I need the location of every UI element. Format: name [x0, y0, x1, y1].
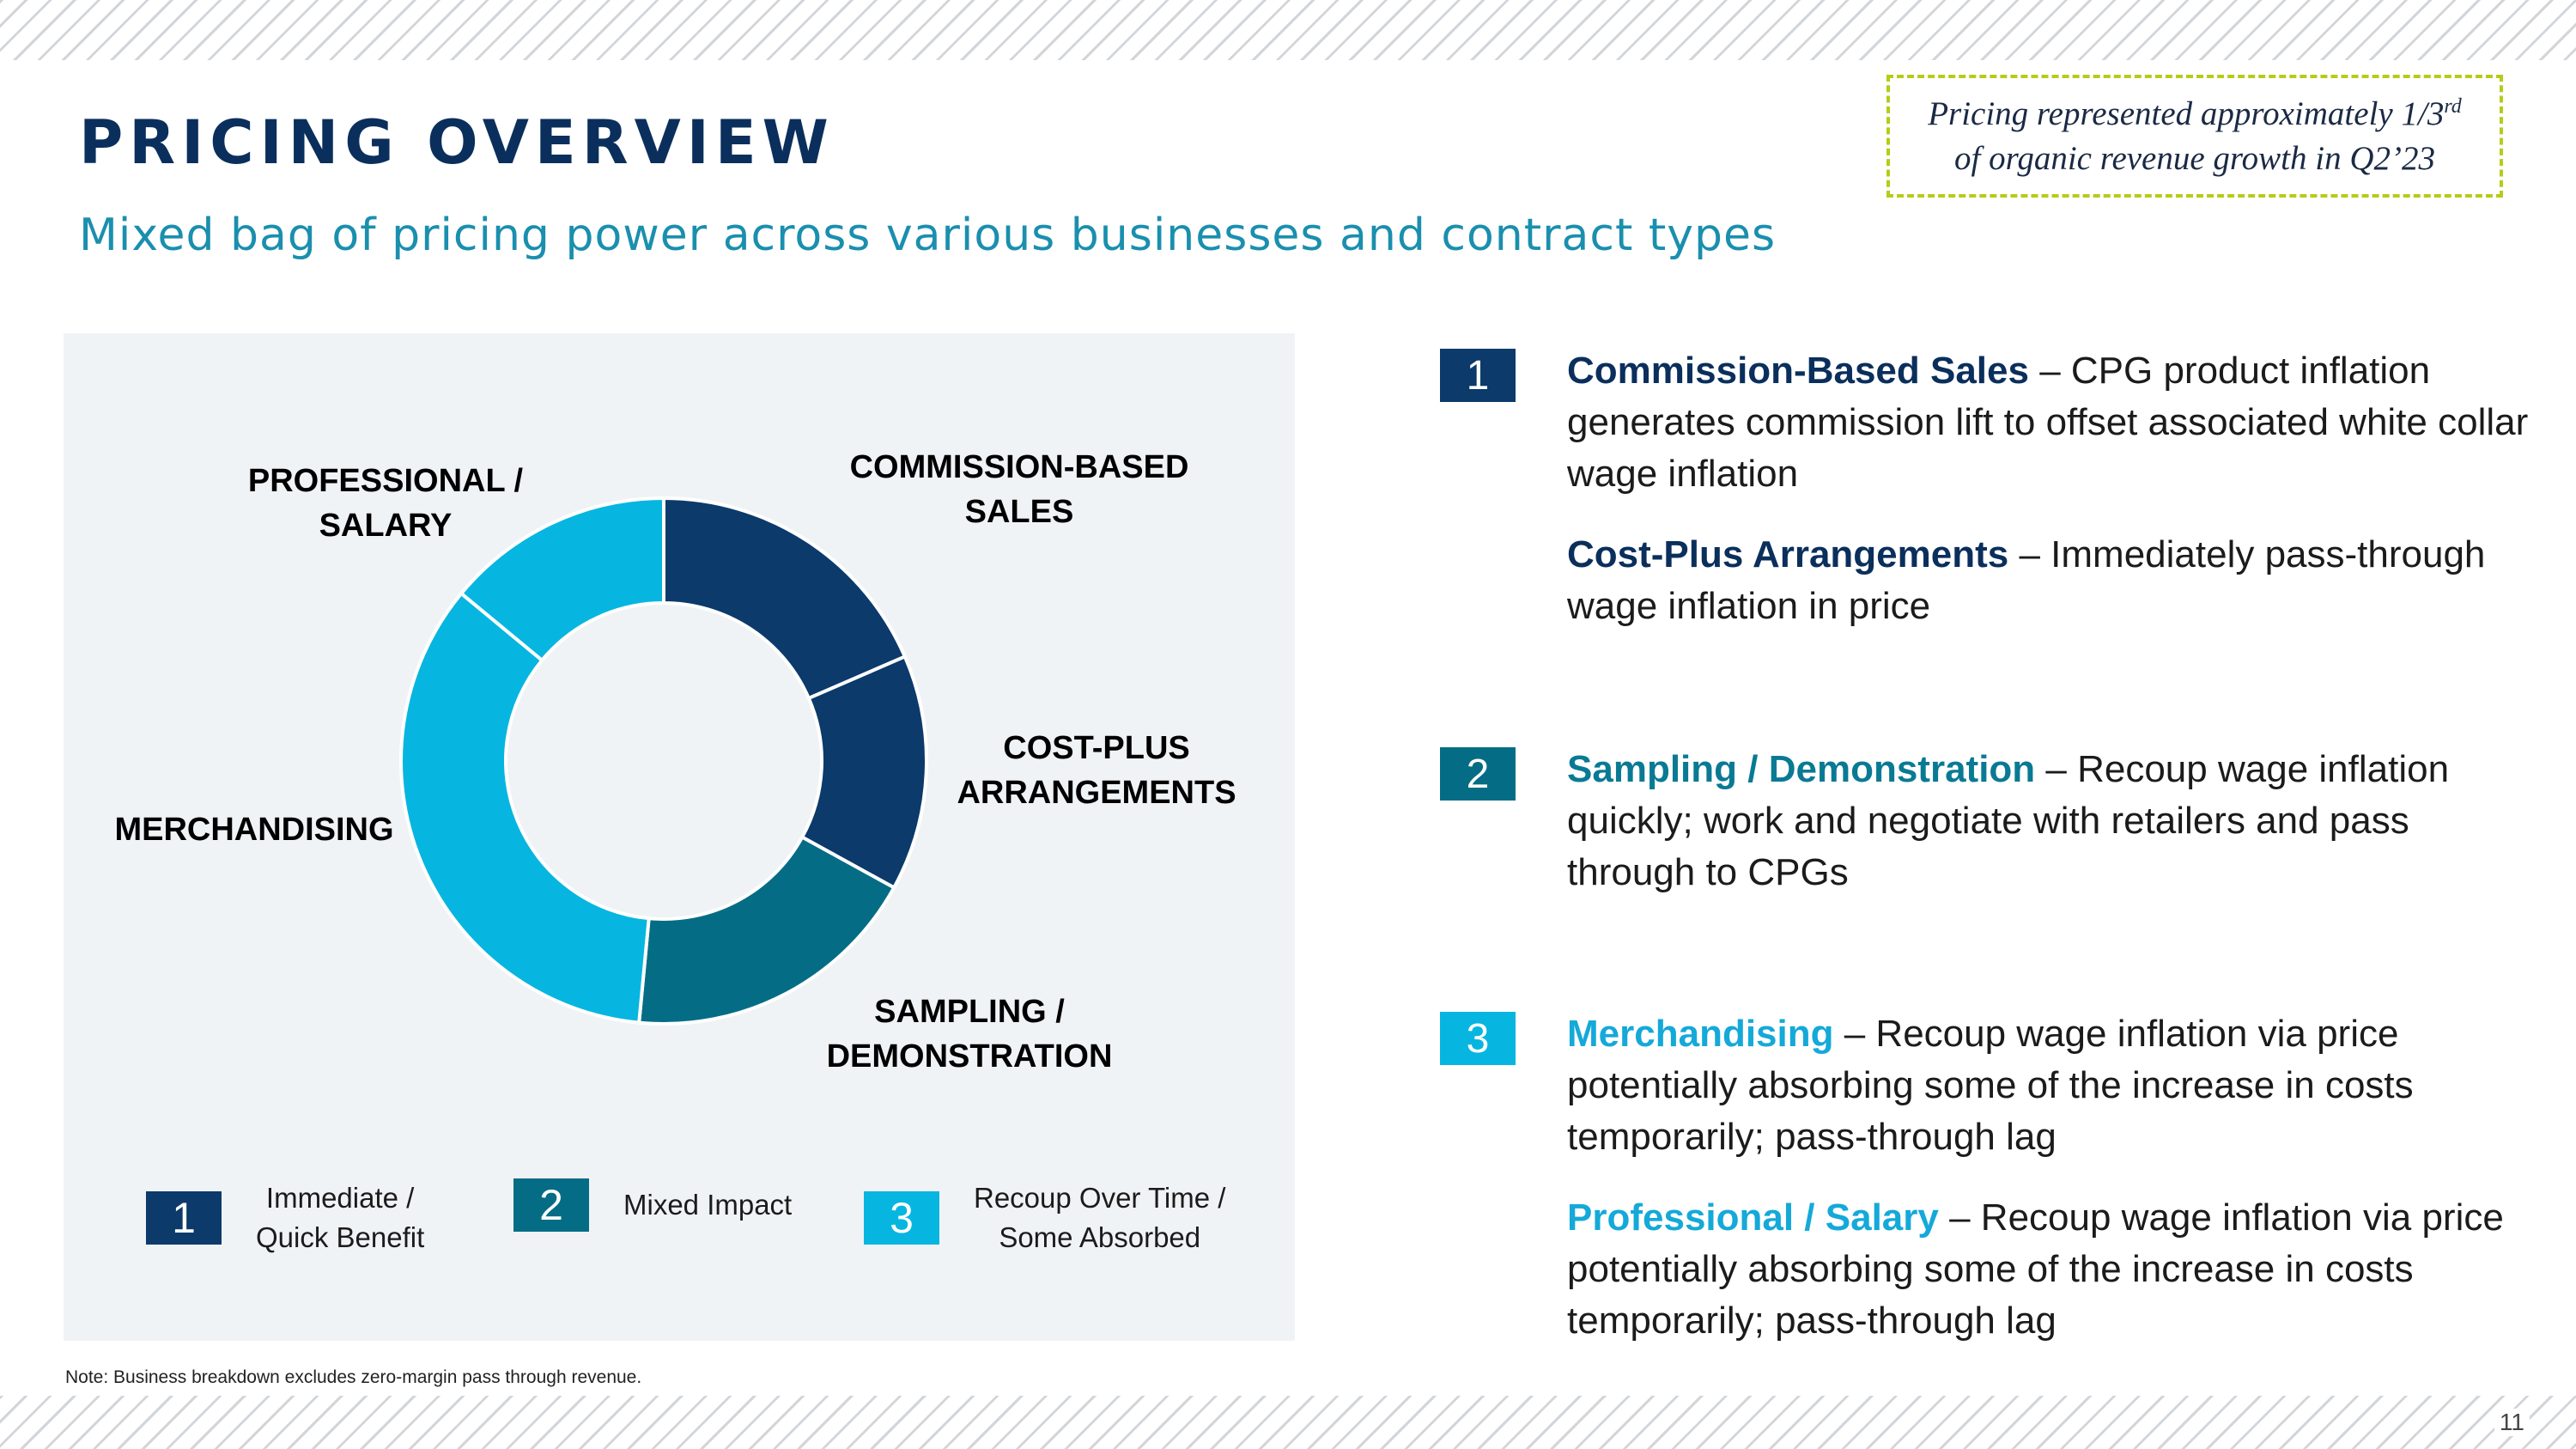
- page-number: 11: [2494, 1409, 2530, 1436]
- donut-segment-cost-plus-arrangements: [799, 654, 928, 891]
- paragraph-text: – Recoup wage inflation quickly; work an…: [1567, 748, 2450, 893]
- legend-text-2: Mixed Impact: [623, 1185, 792, 1225]
- top-stripe-band: [0, 0, 2576, 60]
- paragraph-cost-plus-arrangements: Cost-Plus Arrangements – Immediately pas…: [1567, 529, 2529, 632]
- label-line: SAMPLING /: [874, 994, 1065, 1030]
- paragraph-text: – CPG product inflation generates commis…: [1567, 350, 2529, 495]
- label-cost-plus-arrangements: COST-PLUS ARRANGEMENTS: [957, 726, 1236, 815]
- right-item-1-body: Commission-Based Sales – CPG product inf…: [1567, 345, 2529, 632]
- number-badge-3: 3: [1440, 1012, 1516, 1065]
- legend-line: Mixed Impact: [623, 1189, 793, 1221]
- legend-line: Some Absorbed: [999, 1221, 1201, 1253]
- donut-segment-commission-based-sales: [662, 496, 908, 701]
- legend-item-3: 3 Recoup Over Time / Some Absorbed: [864, 1178, 1225, 1257]
- legend-line: Recoup Over Time /: [974, 1182, 1226, 1214]
- legend-swatch-2: 2: [513, 1178, 589, 1232]
- paragraph-professional-salary: Professional / Salary – Recoup wage infl…: [1567, 1192, 2529, 1347]
- keyword-cost-plus-arrangements: Cost-Plus Arrangements: [1567, 533, 2009, 575]
- label-line: MERCHANDISING: [114, 812, 394, 848]
- keyword-professional-salary: Professional / Salary: [1567, 1196, 1939, 1239]
- bottom-stripe-band: [0, 1396, 2576, 1449]
- paragraph-text: – Recoup wage inflation via price potent…: [1567, 1013, 2414, 1158]
- keyword-merchandising: Merchandising: [1567, 1013, 1834, 1055]
- footnote: Note: Business breakdown excludes zero-m…: [65, 1367, 642, 1387]
- chart-panel: COMMISSION-BASED SALES COST-PLUS ARRANGE…: [64, 333, 1295, 1341]
- page-title: PRICING OVERVIEW: [79, 107, 835, 178]
- legend-line: Quick Benefit: [256, 1221, 425, 1253]
- legend-text-1: Immediate / Quick Benefit: [256, 1178, 424, 1257]
- label-sampling-demonstration: SAMPLING / DEMONSTRATION: [827, 989, 1113, 1079]
- paragraph-text: – Recoup wage inflation via price potent…: [1567, 1196, 2504, 1342]
- legend-line: Immediate /: [265, 1182, 415, 1214]
- paragraph-sampling-demonstration: Sampling / Demonstration – Recoup wage i…: [1567, 744, 2529, 898]
- callout-line-1-text: Pricing represented approximately 1/3: [1928, 95, 2445, 133]
- legend-item-2: 2 Mixed Impact: [513, 1178, 792, 1232]
- label-line: ARRANGEMENTS: [957, 775, 1236, 811]
- paragraph-merchandising: Merchandising – Recoup wage inflation vi…: [1567, 1008, 2529, 1163]
- number-badge-2: 2: [1440, 747, 1516, 801]
- keyword-commission-based-sales: Commission-Based Sales: [1567, 350, 2029, 392]
- right-item-2-body: Sampling / Demonstration – Recoup wage i…: [1567, 744, 2529, 898]
- label-professional-salary: PROFESSIONAL / SALARY: [248, 459, 523, 548]
- donut-chart: [399, 496, 928, 1026]
- donut-segment-professional-salary: [459, 496, 665, 663]
- label-line: SALARY: [319, 508, 453, 544]
- callout-line-2: of organic revenue growth in Q2’23: [1954, 139, 2435, 177]
- keyword-sampling-demonstration: Sampling / Demonstration: [1567, 748, 2036, 790]
- label-line: SALES: [964, 494, 1074, 530]
- callout-box: Pricing represented approximately 1/3rd …: [1886, 75, 2503, 198]
- legend-item-1: 1 Immediate / Quick Benefit: [146, 1178, 424, 1257]
- label-commission-based-sales: COMMISSION-BASED SALES: [850, 445, 1189, 534]
- label-line: COST-PLUS: [1003, 730, 1190, 766]
- label-merchandising: MERCHANDISING: [114, 807, 393, 852]
- page-subtitle: Mixed bag of pricing power across variou…: [79, 210, 1777, 261]
- right-item-3-body: Merchandising – Recoup wage inflation vi…: [1567, 1008, 2529, 1347]
- legend-text-3: Recoup Over Time / Some Absorbed: [974, 1178, 1225, 1257]
- legend-swatch-3: 3: [864, 1191, 939, 1245]
- legend-swatch-1: 1: [146, 1191, 222, 1245]
- paragraph-commission-based-sales: Commission-Based Sales – CPG product inf…: [1567, 345, 2529, 500]
- donut-segment-merchandising: [399, 591, 651, 1025]
- callout-superscript: rd: [2444, 95, 2462, 119]
- number-badge-1: 1: [1440, 349, 1516, 402]
- label-line: PROFESSIONAL /: [247, 463, 524, 499]
- callout-line-1: Pricing represented approximately 1/3rd: [1928, 92, 2462, 136]
- label-line: COMMISSION-BASED: [849, 449, 1189, 485]
- donut-segment-sampling-demonstration: [637, 834, 896, 1026]
- paragraph-text: – Immediately pass-through wage inflatio…: [1567, 533, 2486, 627]
- label-line: DEMONSTRATION: [826, 1038, 1113, 1075]
